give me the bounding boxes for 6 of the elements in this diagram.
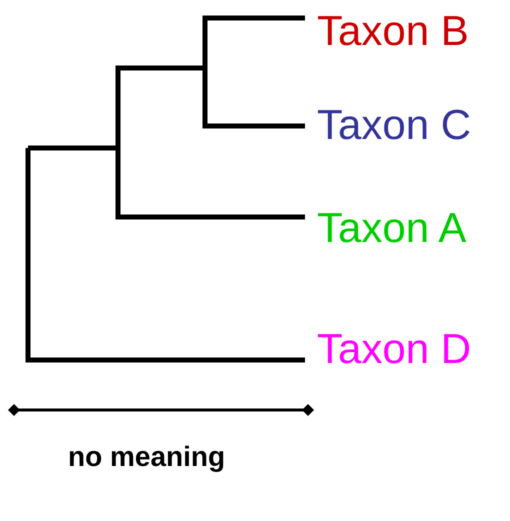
- tree-branch: [26, 148, 305, 362]
- taxon-label: Taxon B: [305, 8, 469, 54]
- taxon-label: Taxon D: [305, 326, 472, 372]
- taxon-label: Taxon C: [305, 102, 472, 148]
- scale-label: no meaning: [68, 440, 226, 474]
- taxon-label: Taxon A: [305, 205, 466, 251]
